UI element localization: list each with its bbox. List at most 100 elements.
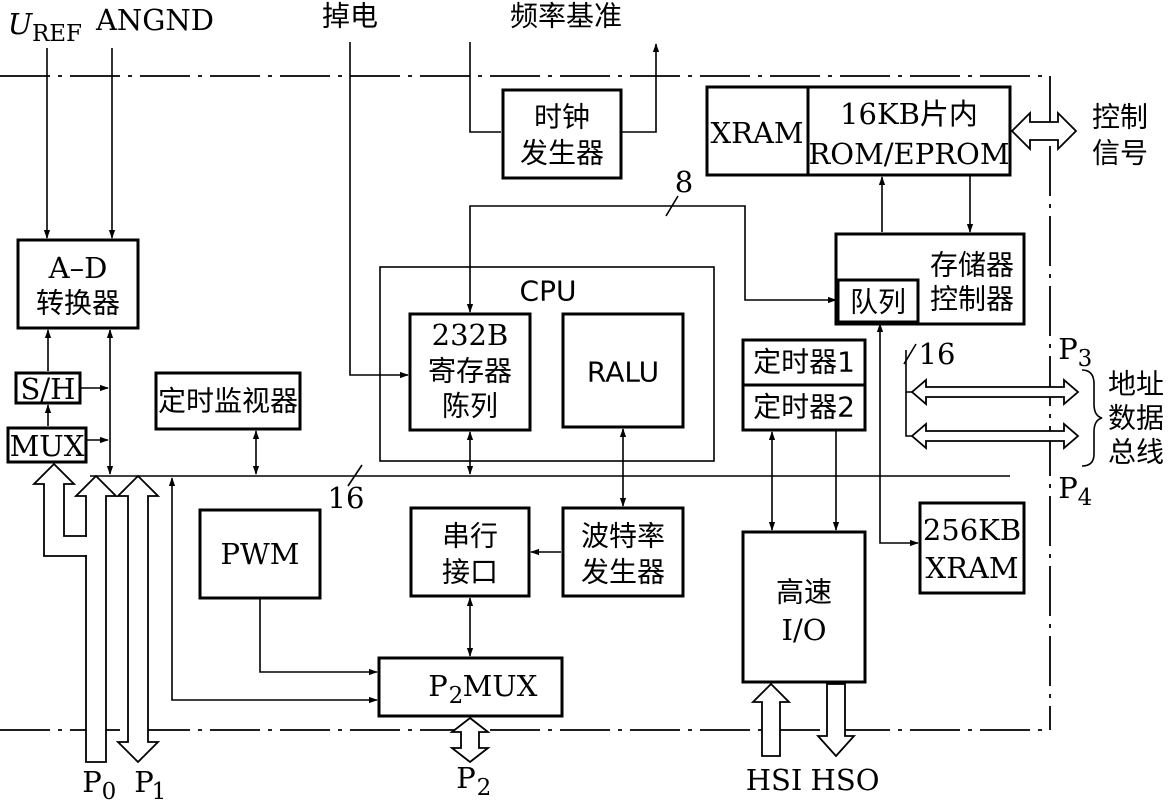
control-signal-label: 控制 信号: [1092, 101, 1148, 170]
svg-text:256KB: 256KB: [923, 513, 1021, 547]
bus-width-16-main: 16: [328, 481, 365, 515]
p2-mux: P 2 MUX: [377, 656, 564, 718]
svg-text:ROM/EPROM: ROM/EPROM: [808, 137, 1009, 171]
hsi-label: HSI: [746, 763, 803, 797]
svg-text:P: P: [1058, 332, 1078, 366]
svg-text:1: 1: [152, 779, 167, 804]
svg-text:U: U: [8, 7, 34, 41]
svg-text:2: 2: [477, 775, 492, 801]
ad-converter: A–D 转换器: [16, 238, 140, 330]
bus-brace: [1081, 369, 1103, 467]
svg-text:时钟: 时钟: [534, 101, 590, 134]
svg-text:A–D: A–D: [48, 251, 108, 285]
p0-bus-arrow: [73, 474, 119, 763]
svg-text:I/O: I/O: [781, 613, 826, 647]
svg-text:总线: 总线: [1108, 436, 1164, 469]
bus-width-16-mem: 16: [919, 337, 956, 371]
svg-text:信号: 信号: [1092, 137, 1148, 170]
svg-text:MUX: MUX: [463, 669, 538, 703]
pwm: PWM: [198, 508, 322, 600]
xram-rom-block: XRAM 16KB片内 ROM/EPROM: [705, 85, 1012, 177]
svg-text:串行: 串行: [442, 520, 498, 553]
svg-text:REF: REF: [32, 21, 82, 47]
svg-text:接口: 接口: [442, 556, 498, 589]
svg-text:存储器: 存储器: [930, 249, 1014, 282]
svg-text:数据: 数据: [1108, 402, 1164, 435]
timers: 定时器1 定时器2: [741, 338, 867, 432]
p3-label: P 3: [1058, 332, 1092, 372]
cpu-outline: [379, 266, 715, 462]
svg-text:S/H: S/H: [21, 372, 76, 406]
svg-text:发生器: 发生器: [520, 137, 604, 170]
svg-text:RALU: RALU: [587, 356, 659, 389]
svg-text:3: 3: [1078, 346, 1093, 372]
memory-controller: 存储器 控制器 队列: [834, 232, 1026, 326]
hso-label: HSO: [811, 763, 880, 797]
freq-ref-label: 频率基准: [510, 0, 622, 33]
svg-text:P: P: [82, 765, 102, 799]
p4-bus-stub: [905, 392, 912, 437]
clock-generator: 时钟 发生器: [501, 88, 623, 180]
address-data-bus-label: 地址 数据 总线: [1108, 368, 1164, 469]
wire-8bit-slash: [665, 195, 679, 217]
watchdog-timer: 定时监视器: [154, 371, 302, 431]
timer1-label: 定时器1: [753, 346, 855, 379]
svg-text:232B: 232B: [432, 318, 509, 352]
cpu-label: CPU: [520, 275, 577, 308]
svg-text:P: P: [134, 765, 154, 799]
svg-text:高速: 高速: [776, 576, 832, 609]
bus-p2mux-wire: [168, 477, 378, 704]
sample-hold: S/H: [14, 371, 82, 406]
svg-text:波特率: 波特率: [581, 520, 665, 553]
baud-generator: 波特率 发生器: [561, 506, 685, 598]
p4-label: P 4: [1058, 471, 1092, 511]
svg-text:地址: 地址: [1108, 368, 1164, 401]
hso-bus-arrow: [815, 683, 857, 758]
svg-text:P: P: [1058, 471, 1078, 505]
pwm-p2mux-wire: [259, 598, 378, 676]
p1-bus-arrow: [115, 474, 161, 764]
svg-text:PWM: PWM: [220, 537, 299, 571]
svg-text:控制器: 控制器: [930, 283, 1014, 316]
timer2-label: 定时器2: [753, 391, 855, 424]
power-down-label: 掉电: [322, 0, 378, 33]
svg-text:P: P: [456, 761, 476, 795]
svg-text:MUX: MUX: [10, 429, 85, 463]
analog-mux: MUX: [6, 426, 88, 464]
hsi-bus-arrow: [750, 682, 792, 757]
svg-text:转换器: 转换器: [36, 287, 120, 320]
xram-256kb: 256KB XRAM: [918, 501, 1026, 595]
p0-label: P 0: [82, 765, 116, 804]
svg-text:P: P: [428, 669, 448, 703]
p2-label: P 2: [456, 761, 491, 801]
svg-text:控制: 控制: [1092, 101, 1148, 134]
svg-text:0: 0: [102, 779, 117, 804]
serial-interface: 串行 接口: [409, 506, 531, 598]
power-down-wire: [349, 42, 409, 379]
svg-text:定时监视器: 定时监视器: [158, 385, 298, 418]
bus-width-8: 8: [675, 165, 693, 199]
ralu: RALU: [561, 312, 685, 429]
svg-text:4: 4: [1078, 485, 1093, 511]
queue-label: 队列: [850, 286, 906, 319]
svg-text:XRAM: XRAM: [710, 116, 803, 150]
wire-8bit: [466, 205, 837, 313]
svg-text:XRAM: XRAM: [925, 551, 1018, 585]
angnd-label: ANGND: [95, 3, 214, 37]
chip-outline: [0, 75, 1051, 731]
p0-analog-bus-arrow: [31, 462, 87, 557]
register-array: 232B 寄存器 陈列: [408, 312, 532, 432]
clock-out-wire: [621, 43, 660, 133]
high-speed-io: 高速 I/O: [741, 530, 867, 684]
svg-text:寄存器: 寄存器: [428, 355, 512, 388]
ctrl-signal-bus-arrow: [1010, 110, 1078, 152]
svg-text:陈列: 陈列: [442, 390, 498, 423]
p3-bus-arrow: [910, 378, 1080, 406]
uref-label: U REF: [8, 7, 82, 47]
queue-xram-wire: [876, 323, 919, 547]
freq-ref-wire: [469, 42, 501, 133]
p2-bus-arrow: [449, 716, 491, 764]
p1-label: P 1: [134, 765, 166, 804]
svg-text:发生器: 发生器: [581, 556, 665, 589]
